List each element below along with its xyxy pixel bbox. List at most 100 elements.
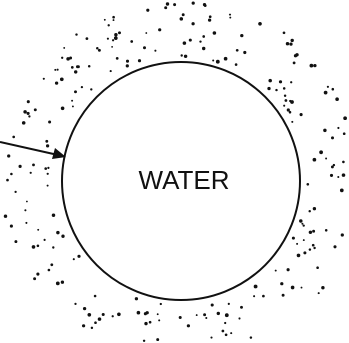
particle-dot bbox=[296, 243, 298, 245]
particle-dot bbox=[110, 70, 112, 72]
particle-dot bbox=[75, 33, 77, 35]
pointer-arrow-line bbox=[0, 142, 58, 155]
particle-dot bbox=[203, 313, 206, 316]
particle-dot bbox=[211, 303, 214, 306]
particle-dot bbox=[158, 319, 160, 321]
particle-dot bbox=[135, 297, 138, 300]
particle-dot bbox=[324, 91, 328, 95]
particle-dot bbox=[81, 86, 83, 88]
particle-dot bbox=[32, 164, 35, 167]
particle-dot bbox=[74, 90, 77, 93]
particle-dot bbox=[228, 303, 230, 305]
particle-dot bbox=[309, 248, 311, 250]
particle-dot bbox=[90, 88, 92, 90]
particle-dot bbox=[57, 69, 59, 71]
particle-dot bbox=[61, 57, 63, 59]
particle-dot bbox=[77, 255, 80, 258]
particle-dot bbox=[303, 251, 306, 254]
particle-dot bbox=[83, 307, 86, 310]
particle-dot bbox=[293, 62, 296, 65]
particle-dot bbox=[301, 287, 303, 289]
particle-dot bbox=[321, 286, 324, 289]
particle-dot bbox=[144, 322, 147, 325]
particle-dot bbox=[224, 57, 228, 61]
particle-dot bbox=[114, 36, 118, 40]
particle-dot bbox=[179, 316, 182, 319]
particle-dot bbox=[303, 224, 305, 226]
particle-dot bbox=[52, 246, 54, 248]
particle-dot bbox=[337, 176, 339, 178]
particle-dot bbox=[202, 47, 205, 50]
particle-dot bbox=[292, 237, 295, 240]
particle-dot bbox=[287, 268, 290, 271]
particle-dot bbox=[240, 34, 243, 37]
particle-dot bbox=[325, 158, 327, 160]
particle-dot bbox=[30, 172, 32, 174]
particle-dot bbox=[112, 315, 114, 317]
particle-dot bbox=[56, 282, 60, 286]
particle-dot bbox=[10, 173, 13, 176]
particle-dot bbox=[48, 269, 51, 272]
particle-dot bbox=[87, 313, 91, 317]
particle-dot bbox=[253, 295, 255, 297]
particle-dot bbox=[312, 244, 315, 247]
particle-dot bbox=[149, 321, 152, 324]
particle-dot bbox=[160, 303, 162, 305]
particle-dot bbox=[56, 231, 59, 234]
particle-dot bbox=[10, 225, 13, 228]
particle-dot bbox=[216, 60, 220, 64]
particle-dot bbox=[217, 312, 220, 315]
particle-dot bbox=[290, 81, 292, 83]
particle-dot bbox=[209, 15, 212, 18]
particle-dot bbox=[225, 313, 229, 317]
particle-dot bbox=[213, 31, 217, 35]
particle-dot bbox=[225, 333, 228, 336]
particle-dot bbox=[291, 121, 293, 123]
particle-dot bbox=[146, 9, 149, 12]
particle-dot bbox=[47, 185, 49, 187]
particle-dot bbox=[267, 87, 270, 90]
particle-dot bbox=[297, 254, 301, 258]
particle-dot bbox=[32, 245, 36, 249]
particle-dot bbox=[27, 112, 30, 115]
particle-dot bbox=[143, 340, 145, 342]
particle-dot bbox=[71, 100, 73, 102]
particle-dot bbox=[330, 174, 333, 177]
particle-dot bbox=[27, 100, 30, 103]
particle-dot bbox=[303, 239, 305, 241]
particle-dot bbox=[102, 313, 105, 316]
particle-dot bbox=[43, 78, 45, 80]
particle-dot bbox=[74, 303, 76, 305]
particle-dot bbox=[117, 312, 121, 316]
water-label: WATER bbox=[139, 165, 230, 195]
particle-dot bbox=[299, 219, 302, 222]
particle-dot bbox=[283, 31, 286, 34]
particle-dot bbox=[262, 295, 265, 298]
particle-dot bbox=[48, 121, 51, 124]
particle-dot bbox=[33, 277, 36, 280]
particle-dot bbox=[301, 223, 303, 225]
particle-dot bbox=[158, 28, 161, 31]
particle-dot bbox=[137, 311, 141, 315]
particle-dot bbox=[144, 312, 147, 315]
particle-dot bbox=[55, 81, 58, 84]
particle-dot bbox=[25, 222, 27, 224]
particle-dot bbox=[181, 54, 183, 56]
particle-dot bbox=[283, 105, 285, 107]
particle-dot bbox=[82, 324, 85, 327]
particle-dot bbox=[275, 270, 277, 272]
particle-dot bbox=[316, 266, 319, 269]
particle-dot bbox=[164, 6, 167, 9]
particle-dot bbox=[94, 295, 97, 298]
particle-dot bbox=[192, 2, 195, 5]
particle-dot bbox=[91, 327, 93, 329]
particle-dot bbox=[332, 88, 335, 91]
particle-dot bbox=[318, 292, 320, 294]
particle-dot bbox=[313, 247, 315, 249]
particle-dot bbox=[196, 314, 198, 316]
particle-dot bbox=[240, 306, 243, 309]
particle-dot bbox=[154, 50, 156, 52]
particle-dot bbox=[61, 281, 64, 284]
particle-dot bbox=[23, 110, 26, 113]
